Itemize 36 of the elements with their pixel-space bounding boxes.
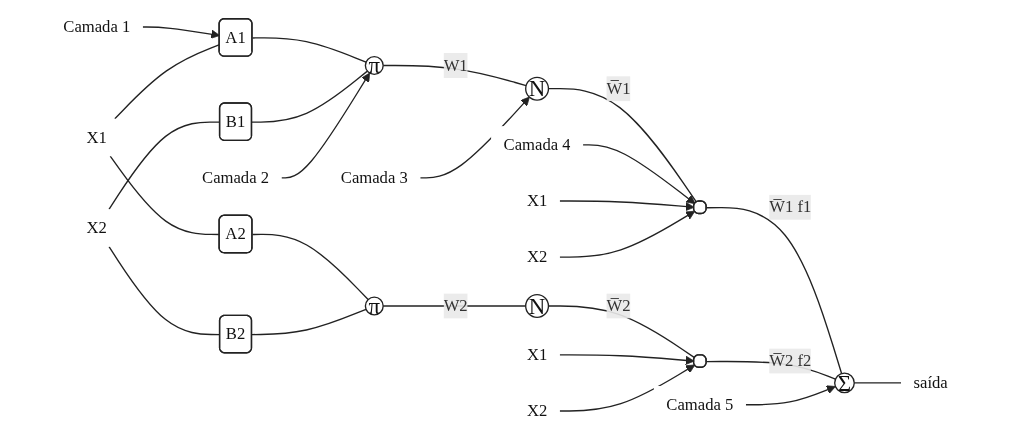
- node-circle: N: [525, 293, 550, 319]
- connector: [705, 207, 843, 375]
- node-text: X2: [526, 401, 548, 420]
- arrow: [559, 354, 695, 365]
- node-text: Camada 5: [666, 395, 734, 414]
- edge-label: W̅1: [606, 79, 631, 98]
- node-circle: Σ: [834, 372, 855, 394]
- node-text: X1: [526, 191, 548, 210]
- node-text: X2: [86, 218, 107, 237]
- node-text: Camada 4: [503, 135, 571, 154]
- edge-label: W̅2 f2: [769, 351, 812, 370]
- node-text: Camada 2: [202, 168, 270, 187]
- edge-label: W̅2: [606, 296, 631, 315]
- connector: [251, 233, 369, 301]
- arrow: [745, 385, 836, 406]
- node-circle: π: [364, 55, 384, 76]
- node-text: X1: [526, 345, 548, 364]
- arrow: [559, 210, 696, 258]
- connector: [251, 70, 369, 123]
- arrow: [559, 200, 695, 212]
- arrow: [280, 72, 371, 179]
- node-text: X2: [526, 247, 548, 266]
- node-text: Camada 1: [63, 17, 131, 36]
- node-circle: N: [525, 76, 550, 101]
- edge-label: W2: [443, 296, 468, 315]
- node-text: Camada 3: [340, 168, 408, 187]
- node-circle: π: [364, 296, 384, 316]
- arrow: [582, 144, 696, 205]
- node-text: X1: [86, 128, 107, 146]
- connector: [251, 37, 367, 63]
- arrow: [559, 364, 696, 412]
- edge-label: W̅1 f1: [769, 197, 812, 216]
- connector: [251, 308, 367, 336]
- edge-label: W1: [443, 56, 468, 74]
- arrow: [419, 96, 530, 179]
- node-text: saída: [913, 373, 948, 392]
